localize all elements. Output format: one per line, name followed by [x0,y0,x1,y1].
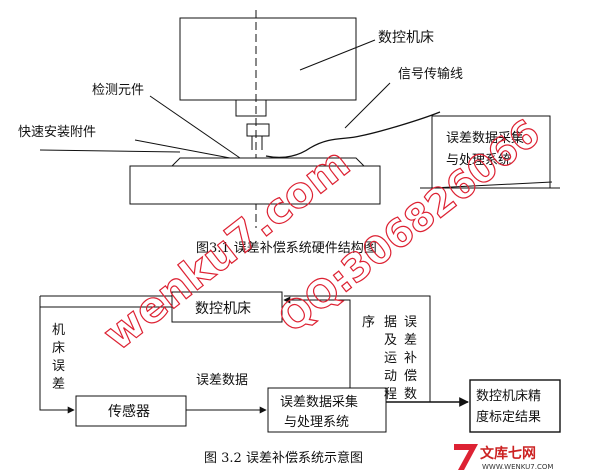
edge-label-machine-error: 机 床 误 差 [52,323,65,392]
edge-machine-error [39,296,172,410]
machine-body [179,17,357,101]
machine-table [129,165,381,205]
label-detector: 检测元件 [92,83,144,98]
edge-char: 差 [404,333,417,348]
edge-char: 运 [384,351,397,366]
label-fixture: 快速安装附件 [18,125,96,140]
leader-detector [149,95,241,159]
edge-char: 序 [362,315,375,330]
edge-char: 误 [404,315,417,330]
fig2-flow-diagram [39,291,561,433]
block-result-label-1: 数控机床精 [476,389,541,404]
block-result-label-2: 度标定结果 [476,409,541,425]
edge-label-compensation: 误 差 补 偿 数 [404,315,417,402]
brand-7-icon [454,444,478,470]
block-cnc-label: 数控机床 [195,301,251,317]
edge-outer [284,295,431,402]
block-result [469,379,561,433]
edge-label-program: 序 据 及 运 动 程 [362,315,397,402]
sensor-head [246,123,270,137]
leader-fixture [134,139,231,159]
block-processor-label-1: 误差数据采集 [280,394,358,410]
leader-signal [344,82,391,129]
caption-fig1: 图3.1 误差补偿系统硬件结构图 [196,241,377,256]
edge-char: 动 [384,369,397,384]
spindle [235,99,267,117]
caption-fig2: 图 3.2 误差补偿系统示意图 [204,450,363,466]
edge-char: 程 [384,387,397,402]
edge-feedback [283,296,351,388]
edge-char: 误 [52,359,65,374]
edge-char: 偿 [404,369,417,384]
brand-name: 文库七网 [480,445,536,462]
edge-char: 据 [384,315,397,330]
label-signal-line: 信号传输线 [398,66,463,82]
label-machine: 数控机床 [378,30,434,46]
brand-url: WWW.WENKU7.COM [482,463,553,471]
edge-label-error-data: 误差数据 [196,373,248,388]
signal-cable [265,111,441,159]
edge-char: 差 [52,377,65,392]
edge-char: 床 [52,341,65,356]
edge-char: 数 [404,387,417,402]
processor-box [431,115,551,189]
brand-logo: 文库七网 WWW.WENKU7.COM [454,444,553,471]
edge-char: 及 [384,333,397,348]
label-processor-1: 误差数据采集 [446,130,524,146]
edge-char: 补 [404,351,417,366]
block-processor-label-2: 与处理系统 [284,415,349,430]
block-processor [267,387,387,433]
label-processor-2: 与处理系统 [446,153,511,168]
block-sensor-label: 传感器 [108,403,150,420]
leader-machine [299,39,376,71]
watermark-qq: QQ:306826066 [270,111,548,341]
fig1-hardware-diagram [39,10,560,228]
edge-char: 机 [52,323,65,338]
